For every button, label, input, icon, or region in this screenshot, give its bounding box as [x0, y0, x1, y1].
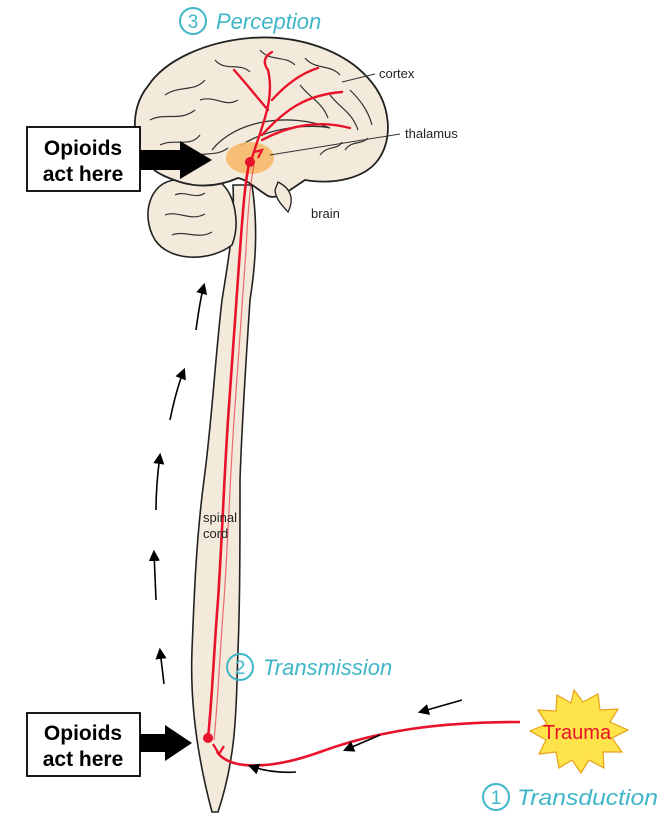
- opioids-spinal-arrow: [140, 725, 192, 761]
- trauma-burst: Trauma: [530, 690, 628, 773]
- stage-3-label: Perception: [216, 9, 321, 34]
- spinal-cord-label-line2: cord: [203, 526, 228, 541]
- peripheral-nerve: [217, 722, 520, 766]
- cerebrum: [135, 37, 388, 196]
- flow-arrow: [250, 766, 296, 772]
- flow-arrow: [156, 455, 160, 510]
- thalamus-label: thalamus: [405, 126, 458, 141]
- brain: [135, 37, 388, 257]
- brain-synapse-node: [245, 157, 255, 167]
- cortex-label: cortex: [379, 66, 415, 81]
- stage-2-label: Transmission: [263, 655, 392, 680]
- opioids-spinal-line2: act here: [43, 748, 124, 771]
- flow-arrow: [160, 650, 164, 684]
- stage-2-number: 2: [235, 658, 246, 679]
- opioids-spinal-callout: Opioids act here: [27, 713, 192, 776]
- opioids-brain-line1: Opioids: [44, 137, 122, 160]
- stage-1-label: Transduction: [517, 785, 658, 810]
- flow-arrow: [420, 700, 462, 712]
- flow-arrow: [196, 285, 204, 330]
- flow-arrow: [154, 552, 156, 600]
- spinal-cord-label-line1: spinal: [203, 510, 237, 525]
- stage-transmission-heading: 2 Transmission: [227, 654, 392, 680]
- stage-1-number: 1: [491, 788, 502, 809]
- trauma-label: Trauma: [543, 722, 612, 744]
- opioids-brain-line2: act here: [43, 163, 124, 186]
- spinal-synapse-node: [203, 733, 213, 743]
- opioids-spinal-line1: Opioids: [44, 722, 122, 745]
- brain-label: brain: [311, 206, 340, 221]
- flow-arrow: [170, 370, 184, 420]
- stage-transduction-heading: 1 Transduction: [483, 784, 658, 810]
- stage-perception-heading: 3 Perception: [180, 8, 321, 34]
- stage-3-number: 3: [188, 12, 199, 33]
